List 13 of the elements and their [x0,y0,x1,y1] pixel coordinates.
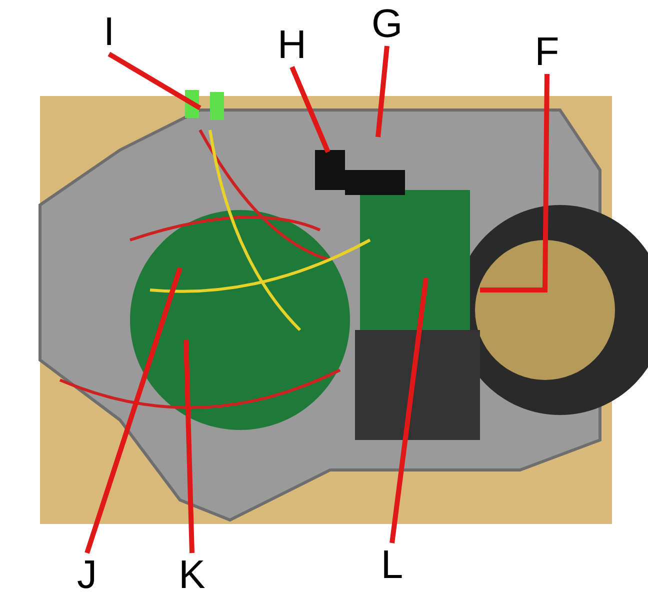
leader-line [290,66,330,153]
callout-letter: I [92,12,126,52]
callout-letter: L [375,545,409,585]
callout-letter: K [175,555,209,595]
leader-line [108,52,202,110]
leader-line [84,267,182,554]
leader-line [480,74,550,292]
callout-letter: F [530,32,564,72]
callout-letter: J [70,555,104,595]
callout-letter: H [275,25,309,65]
leader-line [376,46,390,138]
callout-letter: G [370,4,404,44]
leader-line [184,340,194,554]
